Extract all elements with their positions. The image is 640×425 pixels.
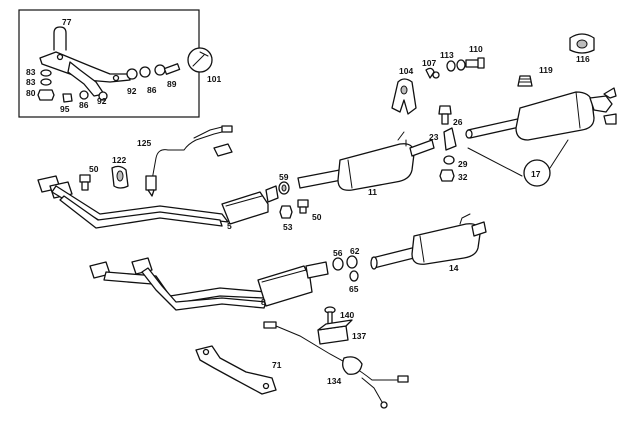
label-101: 101 [207, 74, 221, 84]
label-86-b: 86 [147, 85, 157, 95]
clip-107 [425, 67, 440, 79]
label-89: 89 [167, 79, 177, 89]
label-92-b: 92 [127, 86, 137, 96]
label-95: 95 [60, 104, 70, 114]
mounting-hardware-inset [18, 9, 213, 118]
rear-muffler-assembly [465, 87, 617, 187]
label-23: 23 [429, 132, 439, 142]
washer-bolt-113-110 [446, 57, 485, 72]
bracket-71 [195, 345, 277, 395]
stud-50-left [79, 174, 91, 191]
label-29: 29 [458, 159, 468, 169]
label-122: 122 [112, 155, 126, 165]
label-17: 17 [531, 169, 541, 179]
label-83-a: 83 [26, 67, 36, 77]
label-5: 5 [227, 221, 232, 231]
label-92-a: 92 [97, 96, 107, 106]
label-125: 125 [137, 138, 151, 148]
rubber-mount-119 [517, 75, 533, 87]
sensor-cable-134 [263, 321, 409, 409]
oxygen-sensor-125 [145, 125, 233, 197]
front-pipe-8 [89, 257, 329, 311]
ring-mount-116 [569, 33, 595, 54]
label-14: 14 [449, 263, 459, 273]
part-number-labels: 77 83 83 80 95 86 92 92 86 89 101 104 10… [26, 17, 590, 386]
clamps-56-62-65 [332, 255, 359, 282]
label-8: 8 [261, 297, 266, 307]
label-62: 62 [350, 246, 360, 256]
center-muffler-14 [370, 213, 487, 270]
label-77: 77 [62, 17, 72, 27]
rubber-hanger-104 [391, 78, 417, 115]
label-71: 71 [272, 360, 282, 370]
label-116: 116 [576, 54, 590, 64]
label-80: 80 [26, 88, 36, 98]
gasket-59 [278, 181, 290, 195]
label-50-right: 50 [312, 212, 322, 222]
label-113: 113 [440, 50, 454, 60]
label-26: 26 [453, 117, 463, 127]
bolt-140 [324, 306, 336, 325]
label-83-b: 83 [26, 77, 36, 87]
label-32: 32 [458, 172, 468, 182]
label-137: 137 [352, 331, 366, 341]
label-11: 11 [368, 187, 377, 197]
front-pipe-5 [37, 175, 279, 229]
label-50-left: 50 [89, 164, 99, 174]
label-140: 140 [340, 310, 354, 320]
label-107: 107 [422, 58, 436, 68]
label-119: 119 [539, 65, 553, 75]
heat-shield-122 [111, 165, 129, 189]
bolt-26 [438, 105, 452, 125]
label-59: 59 [279, 172, 289, 182]
center-muffler-11 [297, 131, 435, 191]
label-65: 65 [349, 284, 359, 294]
label-56: 56 [333, 248, 343, 258]
label-86-a: 86 [79, 100, 89, 110]
clamp-23-nuts-29-32 [439, 127, 457, 182]
nut-53-stud-50 [279, 199, 309, 219]
label-110: 110 [469, 44, 483, 54]
label-134: 134 [327, 376, 341, 386]
label-104: 104 [399, 66, 413, 76]
label-53: 53 [283, 222, 293, 232]
rubber-block-137 [317, 319, 353, 345]
